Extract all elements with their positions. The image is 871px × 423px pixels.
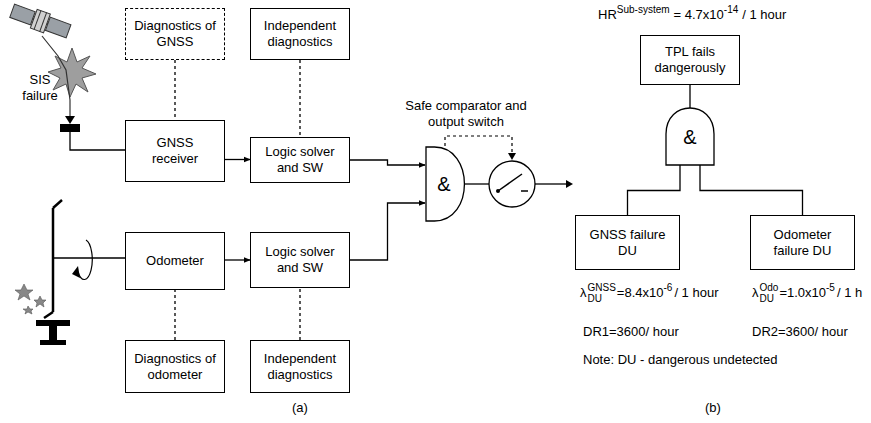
annotation-text: / 1 h bbox=[837, 285, 862, 300]
gate-output bbox=[463, 183, 489, 184]
node-label: TPL fails dangerously bbox=[647, 44, 733, 75]
switch-blade bbox=[498, 174, 522, 191]
diagnostics-box: Independent diagnostics bbox=[250, 340, 350, 393]
connector bbox=[174, 60, 175, 120]
control-line bbox=[445, 136, 512, 153]
basic-event-box: Odometer failure DU bbox=[750, 215, 855, 270]
arrow-head bbox=[508, 153, 516, 160]
connector bbox=[299, 288, 300, 340]
annotation: Note: DU - dangerous undetected bbox=[583, 352, 777, 368]
wheel-illustration bbox=[44, 200, 62, 318]
node-label: Independent diagnostics bbox=[257, 18, 343, 49]
sparks bbox=[15, 284, 46, 314]
annotation: SIS failure bbox=[18, 72, 62, 103]
symbol-index: OdoDU bbox=[760, 283, 779, 304]
connector bbox=[299, 60, 300, 137]
annotation: (a) bbox=[292, 400, 308, 416]
arrow-head bbox=[65, 116, 75, 124]
node-label: Independent diagnostics bbox=[257, 351, 343, 382]
symbol-index: GNSSDU bbox=[588, 283, 616, 304]
diagnostics-box: Independent diagnostics bbox=[250, 8, 350, 60]
output-switch bbox=[489, 161, 535, 207]
annotation-text: / 1 hour bbox=[742, 7, 786, 22]
arrow-head bbox=[72, 266, 80, 278]
top-event-box: TPL fails dangerously bbox=[640, 35, 740, 85]
node-label: & bbox=[683, 125, 696, 149]
annotation: λOdoDU=1.0x10-5/ 1 h bbox=[752, 282, 862, 304]
connector bbox=[174, 290, 175, 340]
annotation-text: (a) bbox=[292, 400, 308, 415]
annotation: (b) bbox=[705, 400, 721, 416]
rotation-arrow bbox=[78, 240, 92, 280]
annotation: λGNSSDU=8.4x10-6/ 1 hour bbox=[580, 282, 718, 304]
logic-solver-box: Logic solver and SW bbox=[250, 232, 350, 288]
annotation-text: = 4.7x10 bbox=[674, 7, 724, 22]
annotation-text: (b) bbox=[705, 400, 721, 415]
rail bbox=[36, 320, 70, 345]
connector bbox=[689, 85, 690, 110]
annotation-text: -5 bbox=[826, 282, 835, 293]
annotation: Safe comparator and output switch bbox=[398, 98, 534, 129]
switch-contact bbox=[496, 189, 500, 193]
switch-contact bbox=[521, 190, 528, 192]
receiver-box: GNSS receiver bbox=[125, 120, 225, 182]
basic-event-box: GNSS failure DU bbox=[575, 215, 680, 270]
arrow-head bbox=[566, 180, 573, 188]
connector bbox=[350, 160, 425, 165]
annotation-text: SIS failure bbox=[22, 72, 57, 103]
annotation-text: λ bbox=[580, 285, 587, 300]
axle bbox=[53, 257, 125, 258]
annotation-text: DU bbox=[588, 294, 616, 305]
connector bbox=[225, 259, 250, 260]
connector bbox=[628, 165, 681, 215]
annotation-text: DR1=3600/ hour bbox=[583, 324, 679, 339]
logic-solver-box: Logic solver and SW bbox=[250, 137, 350, 183]
node-label: & bbox=[437, 172, 450, 196]
node-label: Odometer failure DU bbox=[757, 227, 848, 258]
antenna-wire bbox=[70, 132, 125, 150]
annotation-text: Sub-system bbox=[617, 4, 670, 15]
annotation-text: Safe comparator and output switch bbox=[405, 98, 526, 129]
annotation-text: DU bbox=[760, 294, 779, 305]
annotation-text: =8.4x10 bbox=[617, 285, 664, 300]
odometer-box: Odometer bbox=[125, 232, 225, 290]
diagnostics-box: Diagnostics of GNSS bbox=[125, 8, 225, 60]
node-label: Logic solver and SW bbox=[257, 144, 343, 175]
annotation-text: -14 bbox=[724, 4, 738, 15]
diagnostics-box: Diagnostics of odometer bbox=[125, 340, 225, 393]
node-label: GNSS receiver bbox=[132, 135, 218, 166]
annotation-text: HR bbox=[598, 7, 617, 22]
and-gate: & bbox=[665, 108, 715, 166]
connector bbox=[350, 203, 425, 260]
annotation-text: Odo bbox=[760, 283, 779, 294]
node-label: GNSS failure DU bbox=[582, 227, 673, 258]
annotation-text: DR2=3600/ hour bbox=[752, 324, 848, 339]
antenna bbox=[60, 124, 80, 132]
annotation-text: Note: DU - dangerous undetected bbox=[583, 352, 777, 367]
annotation: HRSub-system = 4.7x10-14 / 1 hour bbox=[598, 4, 786, 23]
and-gate: & bbox=[425, 146, 463, 222]
output-line bbox=[535, 183, 566, 184]
node-label: Diagnostics of GNSS bbox=[132, 18, 218, 49]
connector bbox=[225, 159, 250, 160]
annotation-text: GNSS bbox=[588, 283, 616, 294]
satellite-icon bbox=[9, 1, 72, 40]
annotation-text: -6 bbox=[663, 282, 672, 293]
annotation: DR1=3600/ hour bbox=[583, 324, 679, 340]
gate-outline bbox=[426, 147, 464, 221]
node-label: Diagnostics of odometer bbox=[132, 351, 218, 382]
annotation: DR2=3600/ hour bbox=[752, 324, 848, 340]
node-label: Logic solver and SW bbox=[257, 244, 343, 275]
connector bbox=[700, 165, 803, 215]
annotation-text: / 1 hour bbox=[674, 285, 718, 300]
annotation-text: λ bbox=[752, 285, 759, 300]
node-label: Odometer bbox=[146, 253, 204, 269]
annotation-text: =1.0x10 bbox=[779, 285, 826, 300]
gate-outline bbox=[666, 108, 714, 165]
